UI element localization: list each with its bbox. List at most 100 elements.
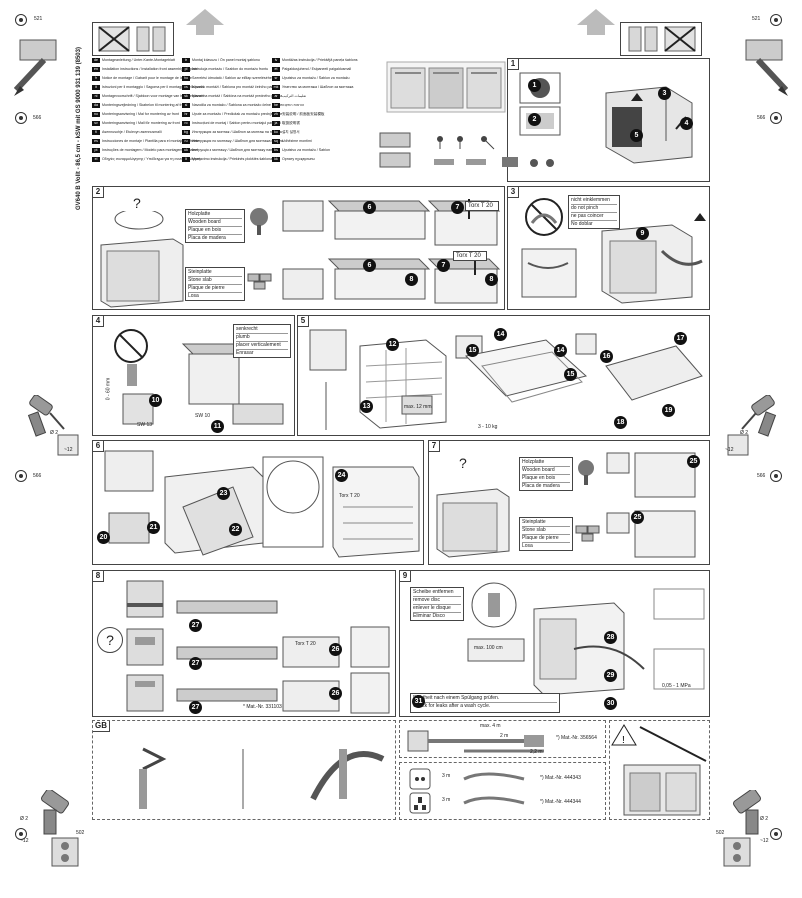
- panel-hose-accessory: max. 4 m 2 m 2,2 m *) Mat.-Nr. 356564: [399, 720, 606, 758]
- panel-number: 5: [298, 316, 309, 327]
- step-12: 12: [386, 338, 399, 351]
- pencil-icon-top-left: [14, 39, 57, 96]
- step-24: 24: [335, 469, 348, 482]
- step-7: 7: [451, 201, 464, 214]
- height-range: 0 - 60 mm: [105, 377, 112, 401]
- panel-number: 9: [400, 571, 411, 582]
- max-length: max. 100 cm: [474, 645, 503, 651]
- tree-icon: [578, 460, 594, 485]
- drill-depth-right: ~12: [725, 447, 734, 453]
- registration-mark-right-low: [770, 470, 782, 482]
- step-16: 16: [600, 350, 613, 363]
- step-8: 8: [405, 273, 418, 286]
- panel-gb: GB: [92, 720, 396, 820]
- panel-number: 7: [429, 441, 440, 452]
- registration-mark-right-mid: [770, 112, 782, 124]
- cabinet-preview: [385, 58, 507, 116]
- cable-length-2: 3 m: [442, 797, 451, 803]
- step-8b: 8: [485, 273, 498, 286]
- drill-icon-left: [27, 395, 79, 456]
- step-29: 29: [604, 669, 617, 682]
- panel-step-8: 8 ? 27 27 27 26 26 Torx T 20 * Mat.-Nr. …: [92, 570, 396, 717]
- dim-top-right: 521: [752, 16, 761, 22]
- step-1: 1: [528, 79, 541, 92]
- step-27c: 27: [189, 701, 202, 714]
- registration-mark-top-left: [15, 14, 27, 26]
- hose-material: *) Mat.-Nr. 356564: [556, 735, 597, 741]
- drill-diam-right: Ø 2: [740, 430, 749, 436]
- panel-warning-side: !: [609, 720, 710, 820]
- step-17: 17: [674, 332, 687, 345]
- step-31: 31: [412, 695, 425, 708]
- header-crossed-front-right: [620, 22, 702, 56]
- step-28: 28: [604, 631, 617, 644]
- socket-material-2: *) Mat.-Nr. 444344: [540, 799, 581, 805]
- step-2: 2: [528, 113, 541, 126]
- panel-number: 3: [508, 187, 519, 198]
- registration-mark-bottom-right: [770, 828, 782, 840]
- step-25b: 25: [631, 511, 644, 524]
- wrench-sw13: SW 13: [137, 422, 153, 428]
- hose-length-2: 2,2 m: [530, 749, 543, 755]
- step-7b: 7: [437, 259, 450, 272]
- parts-list: [379, 132, 554, 168]
- dim-right-mid: 566: [757, 115, 766, 121]
- step-3: 3: [658, 87, 671, 100]
- step-14b: 14: [554, 344, 567, 357]
- step-4: 4: [680, 117, 693, 130]
- arrow-up-icon-left: [186, 9, 224, 25]
- wrench-sw10: SW 10: [195, 413, 211, 419]
- step-22: 22: [229, 523, 242, 536]
- step-19: 19: [662, 404, 675, 417]
- panel-number: 2: [93, 187, 104, 198]
- torx-label: Torx T 20: [295, 641, 316, 647]
- step-5: 5: [630, 129, 643, 142]
- panel-step-6: 6 20 21 22 23 24 Torx T 20: [92, 440, 424, 565]
- material-number: * Mat.-Nr. 331103: [243, 704, 282, 710]
- drill-diam-left: Ø 2: [50, 430, 59, 436]
- hose-length-1: 2 m: [500, 733, 509, 739]
- step-18: 18: [614, 416, 627, 429]
- panel-step-1: 1 1 2 3 4 5: [379, 58, 710, 182]
- dim-left-low: 566: [33, 473, 42, 479]
- drill-depth-bottom-left: ~12: [20, 838, 29, 844]
- step-9: 9: [636, 227, 649, 240]
- max-gap: max. 12 mm: [404, 404, 432, 410]
- weight-range: 3 - 10 kg: [478, 424, 498, 430]
- step-21: 21: [147, 521, 160, 534]
- panel-number: 1: [508, 59, 519, 70]
- drill-depth-bottom-right: ~12: [760, 838, 769, 844]
- step-14: 14: [494, 328, 507, 341]
- dim-left-mid: 566: [33, 115, 42, 121]
- step-23: 23: [217, 487, 230, 500]
- header-crossed-front-left: [92, 22, 174, 56]
- question-mark: ?: [133, 195, 141, 211]
- registration-mark-top-right: [770, 14, 782, 26]
- drill-icon-bottom-right: [723, 790, 761, 867]
- tree-icon: [250, 208, 268, 235]
- panel-step-5: 5 12 13 14 14 15 15 16 17 18 19 max. 12 …: [297, 315, 710, 436]
- dim-top-left: 521: [34, 16, 43, 22]
- cable-length-1: 3 m: [442, 773, 451, 779]
- drill-diam-bottom-right: Ø 2: [760, 816, 769, 822]
- question-mark: ?: [459, 455, 467, 471]
- panel-number: 8: [93, 571, 104, 582]
- step-11: 11: [211, 420, 224, 433]
- pencil-icon-top-right: [745, 39, 788, 96]
- torx-label: Torx T 20: [339, 493, 360, 499]
- step-10: 10: [149, 394, 162, 407]
- svg-text:!: !: [622, 735, 625, 746]
- arrow-stem-right: [587, 25, 605, 35]
- step-27b: 27: [189, 657, 202, 670]
